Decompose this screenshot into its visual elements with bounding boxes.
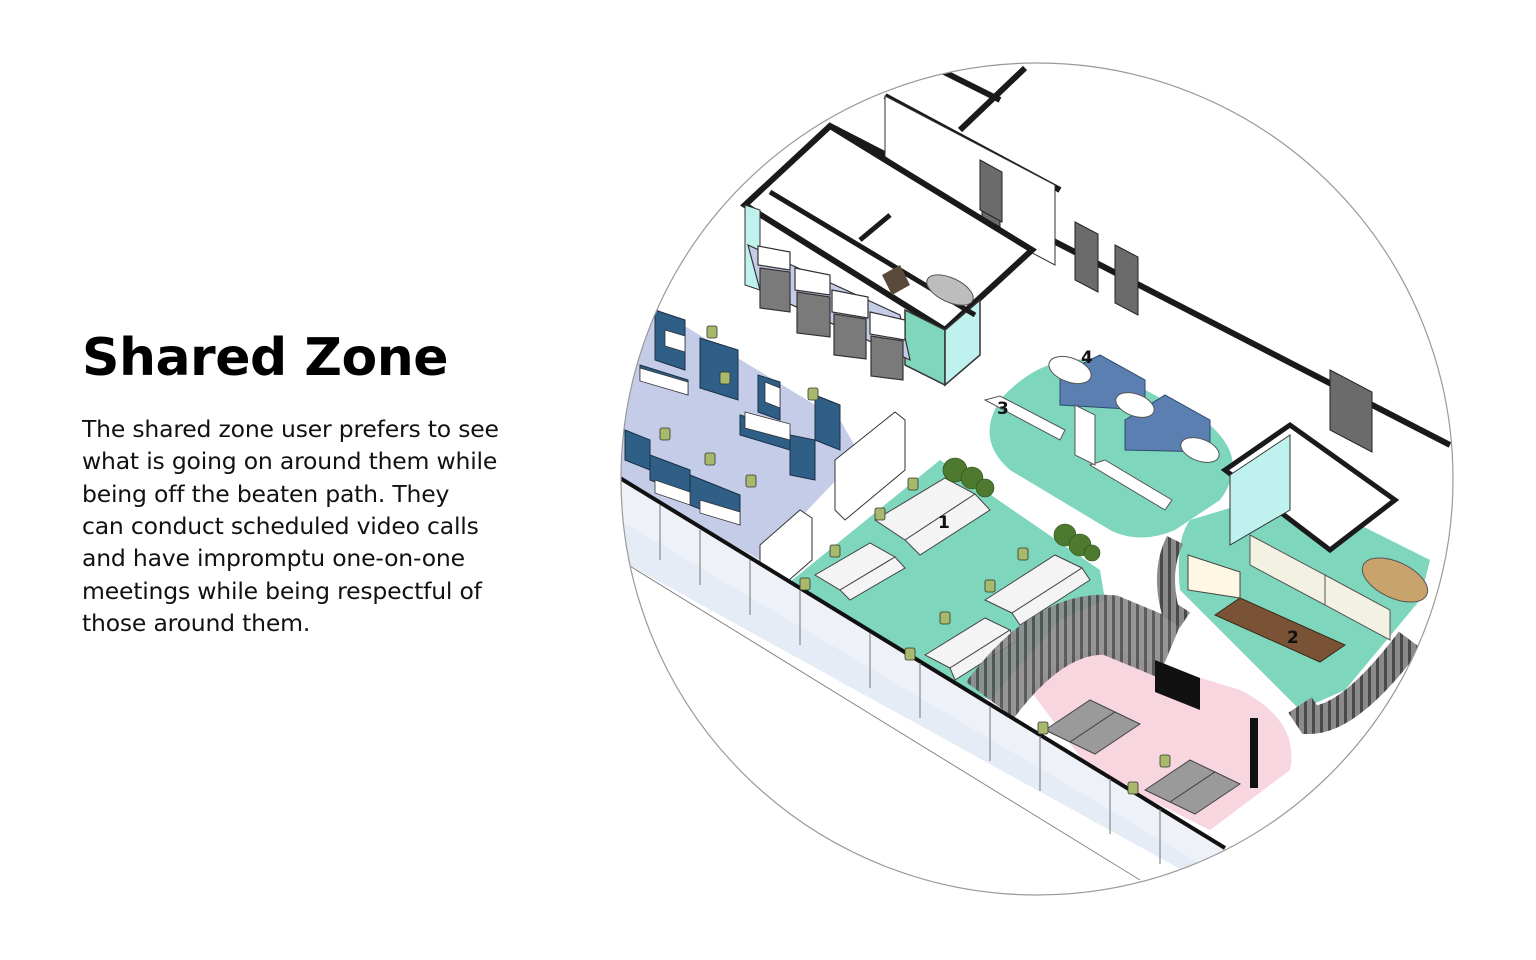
chairs — [659, 325, 1171, 795]
mint-zone-3-4 — [983, 354, 1233, 538]
illustration-circle-outline — [620, 62, 1454, 896]
zone-label-3: 3 — [997, 399, 1009, 419]
focus-rooms — [740, 122, 1037, 387]
page-title: Shared Zone — [82, 328, 449, 388]
pink-zone — [966, 594, 1292, 830]
exterior-wall — [621, 476, 1227, 881]
page-description: The shared zone user prefers to see what… — [82, 415, 499, 637]
zone-label-2: 2 — [1287, 628, 1299, 648]
zone-label-1: 1 — [938, 513, 950, 533]
phone-booths — [747, 243, 911, 381]
lavender-zone — [621, 305, 860, 560]
floor-plan-illustration: 1 2 3 4 — [600, 40, 1480, 920]
zone-label-4: 4 — [1081, 348, 1093, 368]
meeting-room-2 — [1157, 421, 1430, 735]
text-block: Shared Zone The shared zone user prefers… — [82, 328, 582, 639]
